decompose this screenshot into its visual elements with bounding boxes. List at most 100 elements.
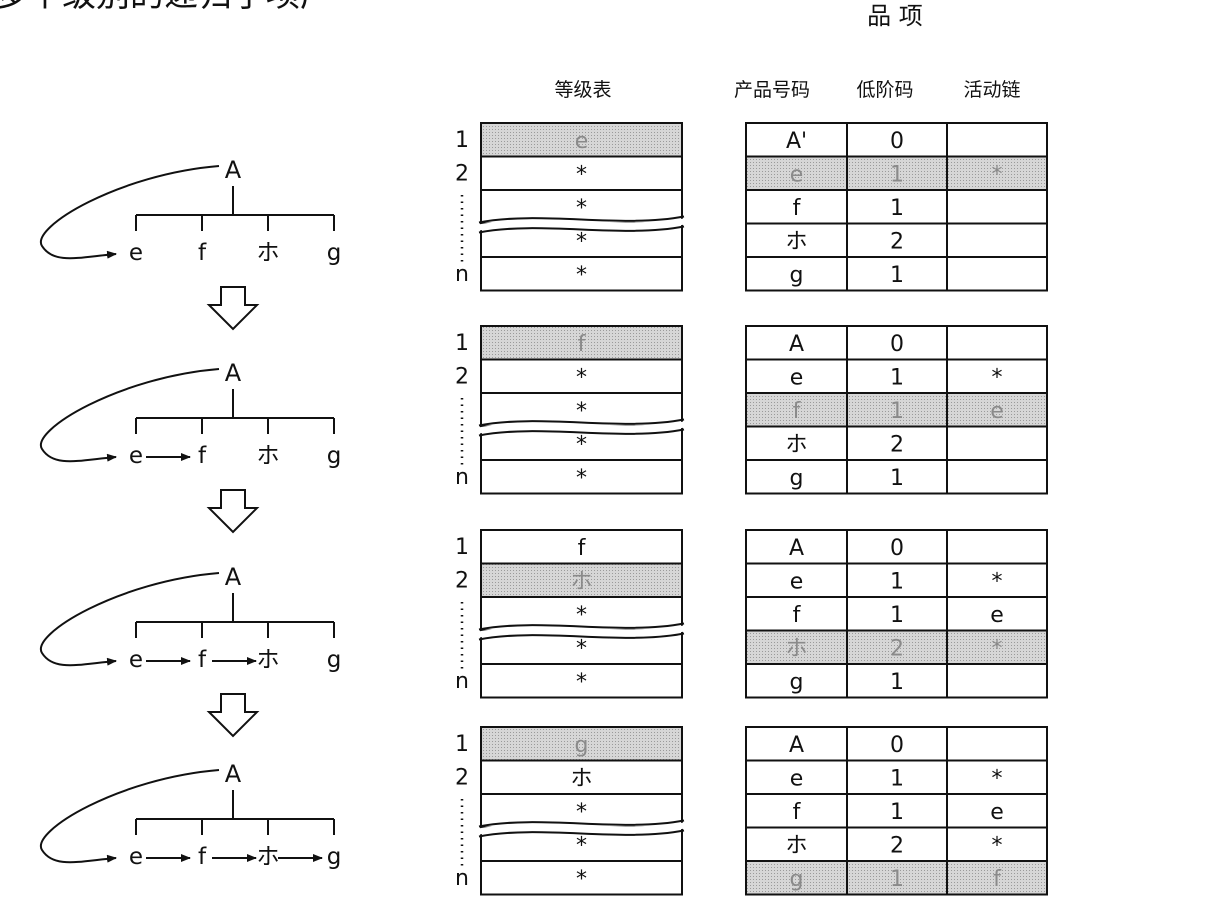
item-code: A xyxy=(789,733,804,758)
level-cell-2 xyxy=(480,759,683,795)
item-code: ホ xyxy=(785,834,807,859)
level-labels: 12n xyxy=(455,128,469,287)
item-code: f xyxy=(793,800,802,825)
item-row xyxy=(745,155,1048,191)
level-label-1: 1 xyxy=(455,128,469,153)
item-low-level-code: 2 xyxy=(890,834,904,859)
level-cell-value: * xyxy=(576,366,587,391)
level-cell-2 xyxy=(480,358,683,394)
item-row xyxy=(745,459,1048,495)
child-label-1: e xyxy=(129,647,143,673)
level-table-break-lower xyxy=(478,428,685,437)
recursion-arrow xyxy=(39,769,220,864)
item-code: ホ xyxy=(785,433,807,458)
level-cell-5 xyxy=(480,256,683,292)
item-code: f xyxy=(793,196,802,221)
item-code: g xyxy=(790,670,804,695)
child-label-4: g xyxy=(327,844,342,870)
level-cell-value: * xyxy=(576,834,587,859)
item-low-level-code: 2 xyxy=(890,637,904,662)
level-label-n: n xyxy=(455,669,469,694)
item-title: 品 项 xyxy=(867,2,923,30)
level-table-break-mask xyxy=(478,421,685,434)
level-cell-value: * xyxy=(576,670,587,695)
child-label-3: ホ xyxy=(257,240,280,266)
level-cell-value: * xyxy=(576,603,587,628)
level-label-n: n xyxy=(455,465,469,490)
level-cell-value: f xyxy=(578,332,587,357)
level-cell-1 xyxy=(480,726,683,762)
item-code: A' xyxy=(786,129,807,154)
level-cell-value: * xyxy=(576,867,587,892)
level-table: fホ*** xyxy=(478,529,685,699)
item-low-level-code: 1 xyxy=(890,366,904,391)
level-table: e**** xyxy=(478,122,685,292)
item-active-chain: * xyxy=(992,366,1003,391)
level-cell-value: ホ xyxy=(570,570,592,595)
level-cell-5 xyxy=(480,459,683,495)
top-left-fragment: 多个级别的递归子项产 xyxy=(0,0,334,15)
level-labels: 12n xyxy=(455,331,469,490)
level-cell-2 xyxy=(480,155,683,191)
item-low-level-code: 1 xyxy=(890,163,904,188)
item-code: e xyxy=(790,163,804,188)
level-cell-value: * xyxy=(576,466,587,491)
level-label-2: 2 xyxy=(455,766,469,791)
level-cell-5 xyxy=(480,860,683,896)
item-code: f xyxy=(793,603,802,628)
level-cell-value: g xyxy=(575,733,589,758)
level-labels: 12n xyxy=(455,732,469,891)
item-low-level-code: 0 xyxy=(890,733,904,758)
level-table-break-upper xyxy=(478,215,685,224)
level-table-break-lower xyxy=(478,829,685,838)
item-low-level-code: 0 xyxy=(890,536,904,561)
item-row xyxy=(745,663,1048,699)
item-code: g xyxy=(790,263,804,288)
item-code: f xyxy=(793,399,802,424)
level-cell-value: * xyxy=(576,399,587,424)
child-label-2: f xyxy=(198,844,207,870)
level-table-break-upper xyxy=(478,819,685,828)
recursion-arrow xyxy=(39,165,220,260)
item-row xyxy=(745,425,1048,461)
next-stage-arrow xyxy=(206,693,260,738)
item-code: e xyxy=(790,570,804,595)
column-header-low-level-code: 低阶码 xyxy=(856,79,913,101)
level-cell-value: * xyxy=(576,230,587,255)
item-row xyxy=(745,860,1048,896)
item-row xyxy=(745,189,1048,225)
item-code: e xyxy=(790,366,804,391)
item-low-level-code: 1 xyxy=(890,767,904,792)
item-low-level-code: 1 xyxy=(890,263,904,288)
level-table-break-upper xyxy=(478,418,685,427)
item-row xyxy=(745,726,1048,762)
item-code: g xyxy=(790,867,804,892)
level-cell-value: * xyxy=(576,196,587,221)
level-table-break-mask xyxy=(478,625,685,638)
level-table: gホ*** xyxy=(478,726,685,896)
level-cell-value: * xyxy=(576,163,587,188)
item-row xyxy=(745,629,1048,665)
item-active-chain: * xyxy=(992,834,1003,859)
level-cell-value: * xyxy=(576,637,587,662)
child-label-4: g xyxy=(327,240,342,266)
level-cell-value: e xyxy=(575,129,589,154)
child-label-4: g xyxy=(327,443,342,469)
item-low-level-code: 1 xyxy=(890,196,904,221)
item-active-chain: * xyxy=(992,570,1003,595)
column-header-active-chain: 活动链 xyxy=(963,79,1020,101)
level-cell-1 xyxy=(480,529,683,565)
item-active-chain: * xyxy=(992,163,1003,188)
item-active-chain: e xyxy=(990,399,1004,424)
level-label-n: n xyxy=(455,262,469,287)
level-table-break-lower xyxy=(478,632,685,641)
item-row xyxy=(745,529,1048,565)
item-low-level-code: 0 xyxy=(890,129,904,154)
